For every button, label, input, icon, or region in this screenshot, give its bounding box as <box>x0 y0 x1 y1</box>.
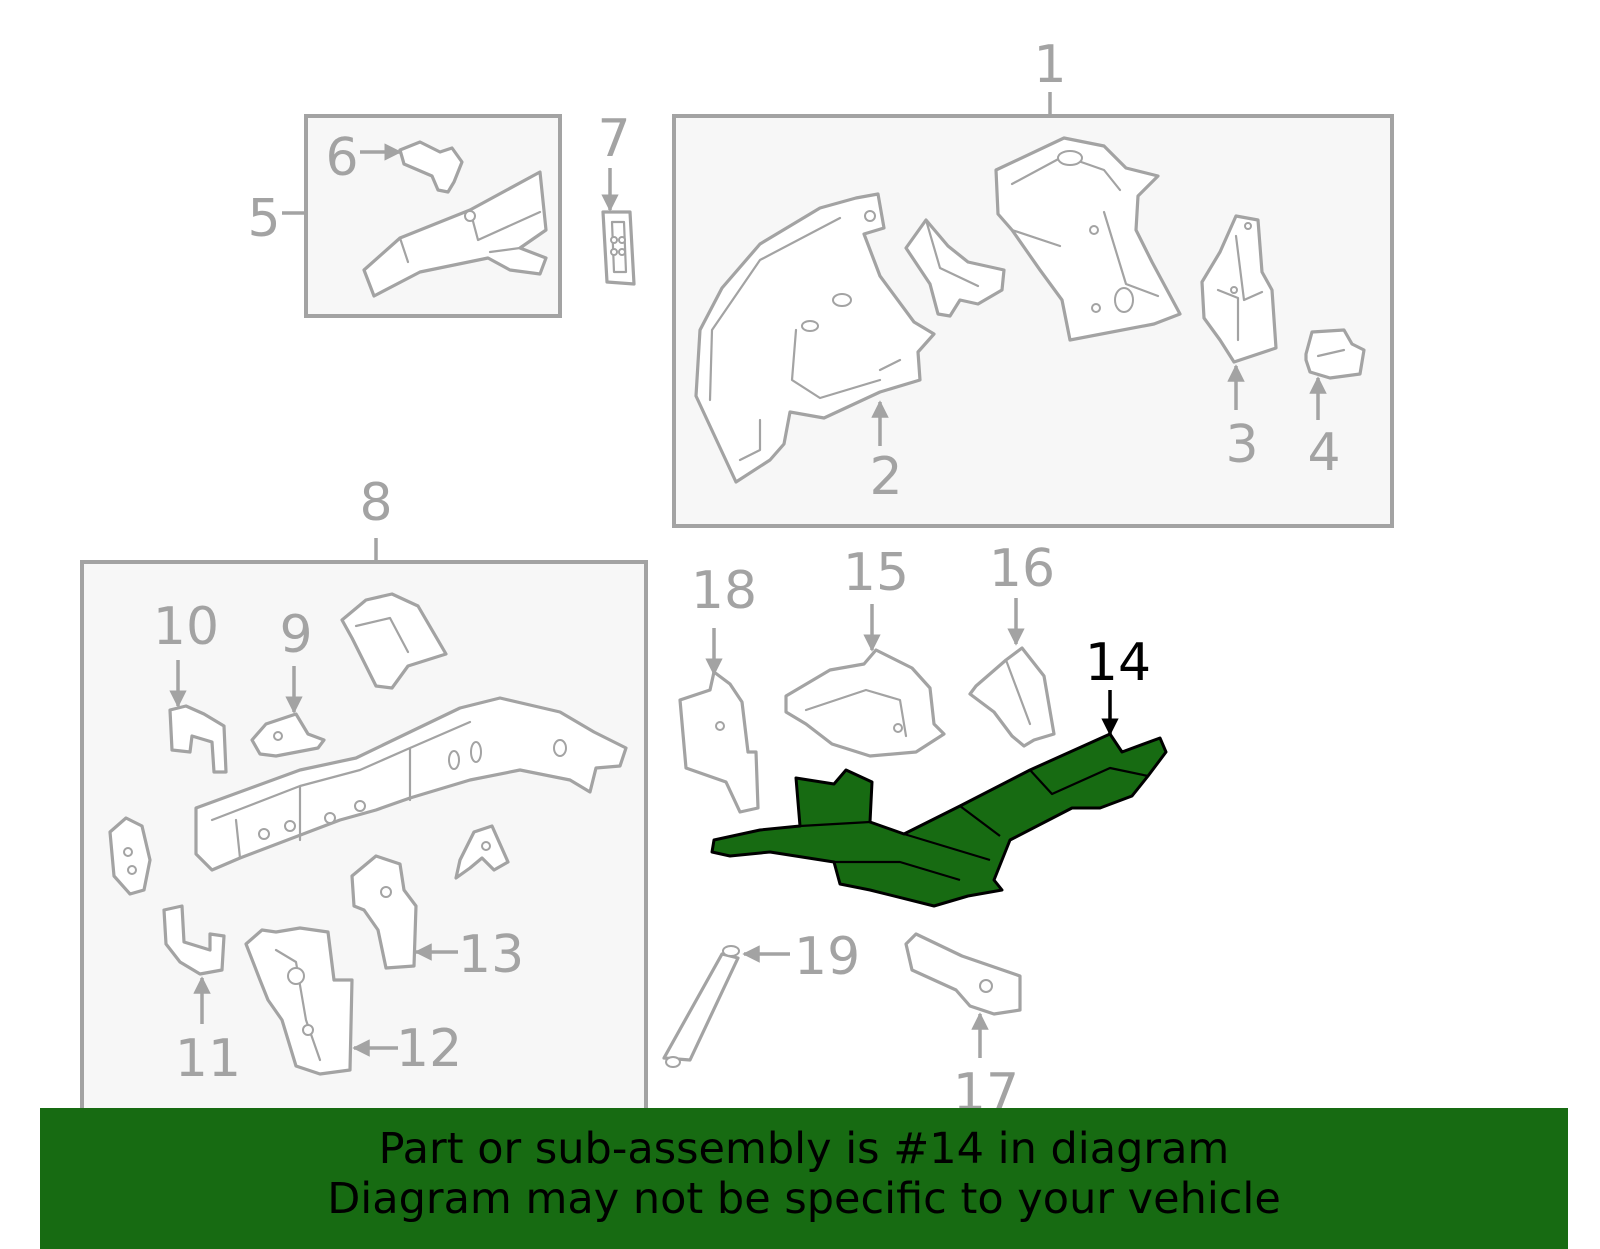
callout-15: 15 <box>843 543 909 603</box>
part-6-bracket <box>398 140 464 194</box>
callout-12: 12 <box>396 1019 462 1079</box>
part-1-strut-tower <box>994 136 1182 342</box>
callout-8: 8 <box>359 473 392 533</box>
part-7-plate <box>601 210 636 286</box>
callout-4: 4 <box>1307 423 1340 483</box>
part-2-wheelhouse <box>694 192 936 484</box>
part-5-rail <box>362 170 548 298</box>
part-3-bracket <box>1200 214 1278 364</box>
part-18-bracket <box>678 670 760 814</box>
banner-line-part: Part or sub-assembly is #14 in diagram <box>378 1124 1230 1174</box>
callout-7: 7 <box>597 109 630 169</box>
part-8-frame-rail <box>194 696 628 872</box>
callout-1: 1 <box>1033 35 1066 95</box>
part-14-highlighted[interactable] <box>710 732 1168 908</box>
callout-18: 18 <box>691 561 757 621</box>
callout-16: 16 <box>989 539 1055 599</box>
callout-3: 3 <box>1225 415 1258 475</box>
callout-14[interactable]: 14 <box>1085 633 1151 693</box>
callout-2: 2 <box>869 447 902 507</box>
part-4-bracket <box>1304 328 1366 380</box>
callout-6: 6 <box>325 128 358 188</box>
part-10-bracket <box>168 704 228 774</box>
part-13-bracket <box>350 854 418 970</box>
callout-5: 5 <box>247 189 280 249</box>
callout-13: 13 <box>458 925 524 985</box>
part-15-bracket <box>784 648 946 758</box>
part-16-bracket <box>968 646 1056 748</box>
info-banner: Part or sub-assembly is #14 in diagram D… <box>40 1108 1568 1249</box>
callout-10: 10 <box>153 597 219 657</box>
part-2-gusset <box>904 218 1006 318</box>
part-8-left-plate <box>108 816 152 896</box>
callout-11: 11 <box>175 1029 241 1089</box>
part-9-bracket <box>250 712 326 758</box>
part-19-rod <box>662 945 740 1068</box>
callout-9: 9 <box>279 605 312 665</box>
part-12-bracket <box>244 926 354 1076</box>
callout-19: 19 <box>794 927 860 987</box>
part-11-bracket <box>162 904 226 976</box>
part-17-bracket <box>904 932 1022 1016</box>
part-8-small-bracket <box>454 824 510 880</box>
banner-line-disclaimer: Diagram may not be specific to your vehi… <box>327 1174 1281 1224</box>
part-8-upper-bracket <box>340 592 448 690</box>
